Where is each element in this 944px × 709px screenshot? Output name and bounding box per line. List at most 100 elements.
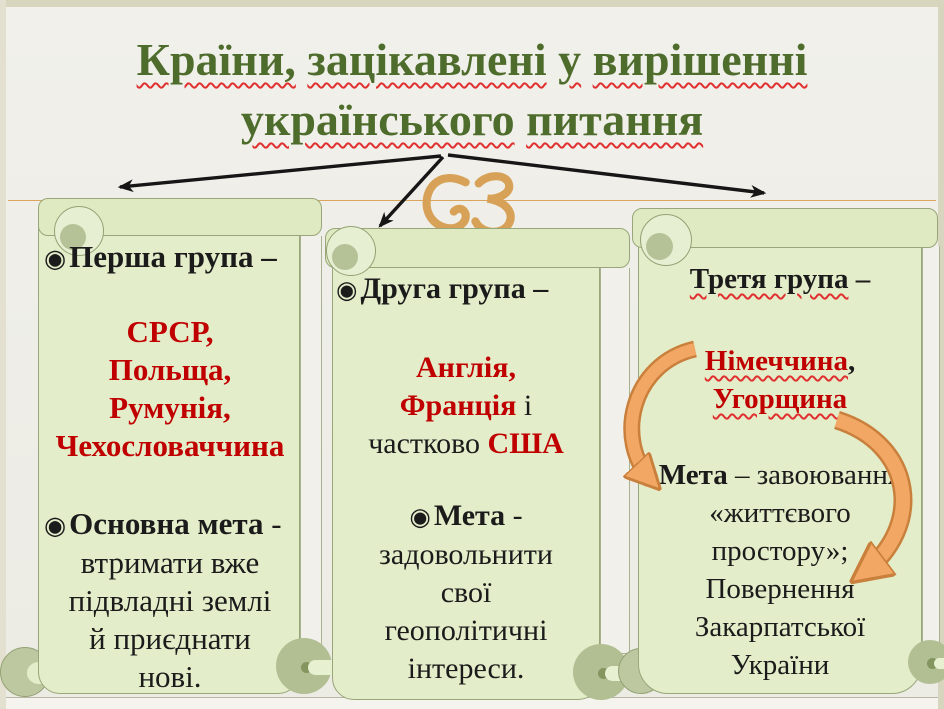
text-segment: Перша група – xyxy=(69,239,277,274)
text-segment: втримати вже xyxy=(80,545,260,580)
goal-line: нові. xyxy=(44,658,296,696)
goal-line: Повернення xyxy=(644,570,916,608)
title-word: зацікавлені xyxy=(307,34,547,85)
goal-line: задовольнити xyxy=(336,536,596,574)
scroll-body xyxy=(332,230,600,700)
divider-line xyxy=(8,200,936,201)
text-segment: Основна мета xyxy=(69,506,264,541)
group-heading: ◉Друга група – xyxy=(336,270,596,309)
text-segment: Мета xyxy=(658,459,728,491)
slide-frame-right xyxy=(938,0,944,709)
text-segment: – xyxy=(848,263,871,295)
title-line-2: українського питання xyxy=(30,90,914,150)
target-bullet-icon: ◉ xyxy=(336,275,358,304)
scroll-edge xyxy=(922,246,940,650)
slide-title: Країни, зацікавлені у вирішенні українсь… xyxy=(30,30,914,150)
goal-line: геополітичні xyxy=(336,612,596,650)
title-word: Країни, xyxy=(136,34,296,85)
group-heading: Третя група – xyxy=(644,260,916,298)
text-segment: , xyxy=(847,345,856,377)
goal-line: Закарпатської xyxy=(644,608,916,646)
text-segment: - xyxy=(263,506,282,541)
title-line-1: Країни, зацікавлені у вирішенні xyxy=(30,30,914,90)
slide-frame-top xyxy=(0,0,944,7)
goal-line: втримати вже xyxy=(44,544,296,582)
goal-line: інтереси. xyxy=(336,650,596,688)
scroll-curl-icon xyxy=(908,640,944,684)
text-segment: простору»; xyxy=(711,535,849,567)
scroll-edge xyxy=(300,236,322,650)
text-segment: нові. xyxy=(138,659,202,694)
country-line: частково США xyxy=(336,425,596,463)
scroll-edge xyxy=(600,268,630,654)
text-segment: підвладні землі xyxy=(68,583,272,618)
text-segment: й приєднати xyxy=(89,621,251,656)
scroll-curl-icon xyxy=(640,214,692,266)
goal-line: підвладні землі xyxy=(44,582,296,620)
text-segment: свої xyxy=(440,576,492,609)
text-segment: задовольнити xyxy=(379,538,553,571)
country-line: Угорщина xyxy=(644,380,916,418)
country-line: Франція і xyxy=(336,387,596,425)
text-segment: «життєвого xyxy=(709,497,851,529)
first-group-text: ◉Перша група –СРСР,Польща,Румунія,Чехосл… xyxy=(44,238,296,696)
text-segment: Третя група xyxy=(689,263,849,295)
text-segment: геополітичні xyxy=(384,614,548,647)
spacer xyxy=(44,465,296,505)
text-segment: Англія, xyxy=(416,351,516,384)
text-segment: Чехословаччина xyxy=(55,428,285,463)
scroll-curl-icon xyxy=(326,226,376,276)
text-segment: і xyxy=(516,389,533,422)
scroll-body xyxy=(38,200,300,694)
text-segment: США xyxy=(487,427,564,460)
spacer xyxy=(336,309,596,349)
spacer xyxy=(336,463,596,497)
text-segment: Польща, xyxy=(108,352,232,387)
text-segment: – завоювання xyxy=(727,459,902,491)
country-line: СРСР, xyxy=(44,313,296,351)
text-segment: - xyxy=(505,499,523,532)
spacer xyxy=(44,277,296,313)
title-word: вирішенні xyxy=(592,34,808,85)
text-segment: СРСР, xyxy=(126,314,214,349)
text-segment: Повернення xyxy=(705,573,855,605)
goal-line: Мета – завоювання xyxy=(644,456,916,494)
text-segment: України xyxy=(730,649,830,681)
country-line: Англія, xyxy=(336,349,596,387)
scroll-curl-icon xyxy=(276,638,334,694)
target-bullet-icon: ◉ xyxy=(44,243,67,273)
title-word: у xyxy=(558,34,582,85)
target-bullet-icon: ◉ xyxy=(409,502,431,531)
text-segment: Друга група – xyxy=(360,272,549,305)
goal-line: простору»; xyxy=(644,532,916,570)
title-word: питання xyxy=(526,94,704,145)
text-segment: Закарпатської xyxy=(694,611,866,643)
text-segment: Німеччина xyxy=(704,345,848,377)
text-segment: Румунія, xyxy=(109,390,231,425)
goal-heading: ◉Основна мета - xyxy=(44,505,296,544)
goal-heading: ◉Мета - xyxy=(336,497,596,536)
goal-line: й приєднати xyxy=(44,620,296,658)
text-segment: частково xyxy=(368,427,488,460)
slide-frame-left xyxy=(0,0,6,709)
title-word: українського xyxy=(240,94,515,145)
country-line: Чехословаччина xyxy=(44,427,296,465)
text-segment: Угорщина xyxy=(712,383,848,415)
country-line: Румунія, xyxy=(44,389,296,427)
target-bullet-icon: ◉ xyxy=(44,510,67,540)
arrow-to-first-group xyxy=(117,154,442,193)
goal-line: «життєвого xyxy=(644,494,916,532)
spacer xyxy=(644,298,916,342)
goal-line: України xyxy=(644,646,916,684)
goal-line: свої xyxy=(336,574,596,612)
group-heading: ◉Перша група – xyxy=(44,238,296,277)
country-line: Польща, xyxy=(44,351,296,389)
text-segment: Мета xyxy=(433,499,506,532)
scroll-curl-icon xyxy=(54,206,104,256)
country-line: Німеччина, xyxy=(644,342,916,380)
spacer xyxy=(644,418,916,456)
text-segment: Франція xyxy=(399,389,517,422)
